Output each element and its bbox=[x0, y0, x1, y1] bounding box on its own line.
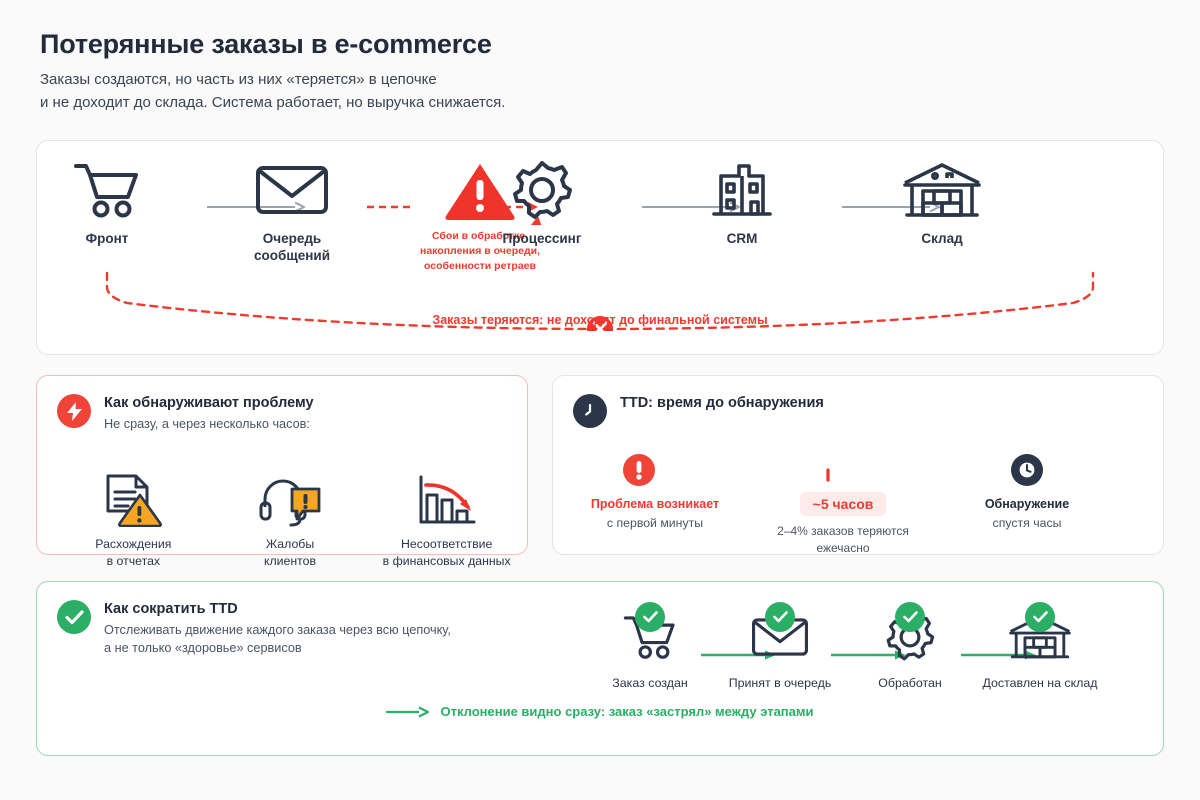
pipeline-label-warehouse: Склад bbox=[921, 231, 963, 246]
page-title: Потерянные заказы в e-commerce bbox=[40, 29, 492, 59]
reduce-card-footer: Отклонение видно сразу: заказ «застрял» … bbox=[37, 704, 1163, 719]
subtitle-line-1: Заказы создаются, но часть из них «теряе… bbox=[40, 71, 437, 89]
check-icon bbox=[895, 602, 925, 632]
check-circle-icon bbox=[57, 600, 91, 634]
pipeline-node-failure bbox=[415, 159, 545, 221]
pipeline-node-front: Фронт bbox=[42, 159, 172, 248]
ttd-timeline: Проблема возникает с первой минуты ~5 ча… bbox=[573, 448, 1147, 555]
ttd-card-title: TTD: время до обнаружения bbox=[620, 395, 824, 411]
detection-card-header: Как обнаруживают проблему Не сразу, а че… bbox=[57, 394, 314, 433]
pipeline-node-queue: Очередь сообщений bbox=[227, 159, 357, 265]
flow-step-queued: Принят в очередь bbox=[715, 602, 845, 690]
flow-step-processed: Обработан bbox=[845, 602, 975, 690]
flow-step-label: Доставлен на склад bbox=[982, 676, 1098, 690]
pipeline-arrow-red-1 bbox=[367, 205, 411, 209]
clock-icon bbox=[573, 394, 607, 428]
lost-orders-caption: Заказы теряются: не доходят до финальной… bbox=[432, 313, 768, 327]
pipeline-node-label: Очередь сообщений bbox=[227, 231, 357, 265]
detection-card: Как обнаруживают проблему Не сразу, а че… bbox=[36, 375, 528, 568]
detection-item-label: Несоответствие в финансовых данных bbox=[382, 537, 511, 569]
headset-alert-icon bbox=[212, 471, 369, 527]
clock-face-icon bbox=[1011, 454, 1043, 486]
pipeline-retry-arrow bbox=[531, 216, 542, 225]
detection-items: Расхождения в отчетах bbox=[55, 471, 525, 570]
warning-triangle-icon bbox=[415, 159, 545, 221]
pipeline-label-queue-1: Очередь bbox=[262, 231, 322, 246]
detection-item-label: Расхождения в отчетах bbox=[95, 537, 172, 569]
detection-item: Несоответствие в финансовых данных bbox=[368, 471, 525, 570]
document-warning-icon bbox=[55, 471, 212, 527]
reduce-card-header: Как сократить TTD Отслеживать движение к… bbox=[57, 600, 451, 658]
pipeline-card: Фронт Очередь сообщений bbox=[36, 140, 1164, 355]
pipeline-label-front: Фронт bbox=[85, 231, 129, 246]
ttd-end-label: Обнаружение спустя часы bbox=[984, 497, 1070, 530]
pipeline-node-processing: Процессинг bbox=[477, 159, 607, 248]
office-building-icon bbox=[677, 159, 807, 221]
pipeline-label-queue-2: сообщений bbox=[254, 247, 330, 263]
detection-item: Жалобы клиентов bbox=[212, 471, 369, 570]
flow-step-label: Принят в очередь bbox=[728, 676, 832, 690]
warning-caption-line-2: накопления в очереди, bbox=[419, 245, 541, 258]
ttd-duration-chip: ~5 часов bbox=[799, 492, 887, 516]
ttd-start-label: Проблема возникает с первой минуты bbox=[590, 497, 720, 530]
detection-item: Расхождения в отчетах bbox=[55, 471, 212, 570]
flow-step-order-created: Заказ создан bbox=[585, 602, 715, 690]
warning-caption-line-3: особенности ретраев bbox=[424, 260, 536, 273]
pipeline-label-processing: Процессинг bbox=[502, 231, 582, 246]
reduce-card-footer-text: Отклонение видно сразу: заказ «застрял» … bbox=[440, 704, 814, 719]
ttd-card-header: TTD: время до обнаружения bbox=[573, 394, 824, 428]
ttd-timeline-line bbox=[643, 468, 1023, 482]
arrow-right-icon bbox=[386, 706, 430, 717]
gear-icon bbox=[477, 159, 607, 221]
page-header: Потерянные заказы в e-commerce Заказы со… bbox=[40, 28, 1040, 114]
check-icon bbox=[1025, 602, 1055, 632]
tracked-order-flow: Заказ создан Принят в очередь bbox=[585, 602, 1145, 718]
warning-caption-line-1: Сбои в обработке, bbox=[431, 230, 529, 242]
warehouse-icon bbox=[877, 159, 1007, 221]
ttd-loss-note: 2–4% заказов теряются ежечасно bbox=[777, 524, 909, 555]
reduce-card-title: Как сократить TTD bbox=[104, 601, 238, 617]
reduce-ttd-card: Как сократить TTD Отслеживать движение к… bbox=[36, 581, 1164, 756]
subtitle-line-2: и не доходит до склада. Система работает… bbox=[40, 93, 506, 111]
declining-chart-icon bbox=[368, 471, 525, 527]
pipeline-warning-caption: Сбои в обработке, накопления в очереди, … bbox=[405, 229, 555, 275]
pipeline-node-warehouse: Склад bbox=[877, 159, 1007, 248]
pipeline-node-label: Склад bbox=[877, 231, 1007, 248]
pipeline-node-crm: CRM bbox=[677, 159, 807, 248]
detection-item-label: Жалобы клиентов bbox=[263, 537, 317, 569]
ttd-card: TTD: время до обнаружения bbox=[552, 375, 1164, 555]
check-icon bbox=[765, 602, 795, 632]
flow-step-label: Обработан bbox=[878, 676, 942, 690]
reduce-card-subtitle: Отслеживать движение каждого заказа чере… bbox=[104, 623, 451, 656]
check-icon bbox=[635, 602, 665, 632]
envelope-icon bbox=[227, 159, 357, 221]
exclamation-circle-icon bbox=[623, 454, 655, 486]
pipeline-node-label: Процессинг bbox=[477, 231, 607, 248]
detection-card-title: Как обнаруживают проблему bbox=[104, 395, 314, 411]
pipeline-row: Фронт Очередь сообщений bbox=[37, 159, 1163, 279]
detection-card-subtitle: Не сразу, а через несколько часов: bbox=[104, 417, 310, 431]
pipeline-node-label: CRM bbox=[677, 231, 807, 248]
flow-step-label: Заказ создан bbox=[612, 676, 688, 690]
pipeline-node-label: Фронт bbox=[42, 231, 172, 248]
ttd-midpoint-group: ~5 часов 2–4% заказов теряются ежечасно bbox=[753, 492, 933, 557]
flow-step-delivered: Доставлен на склад bbox=[975, 602, 1105, 690]
warehouse-icon bbox=[1009, 615, 1071, 659]
pipeline-label-crm: CRM bbox=[726, 231, 758, 246]
shopping-cart-icon bbox=[42, 159, 172, 221]
lightning-bolt-icon bbox=[57, 394, 91, 428]
page-subtitle: Заказы создаются, но часть из них «теряе… bbox=[40, 69, 1040, 114]
